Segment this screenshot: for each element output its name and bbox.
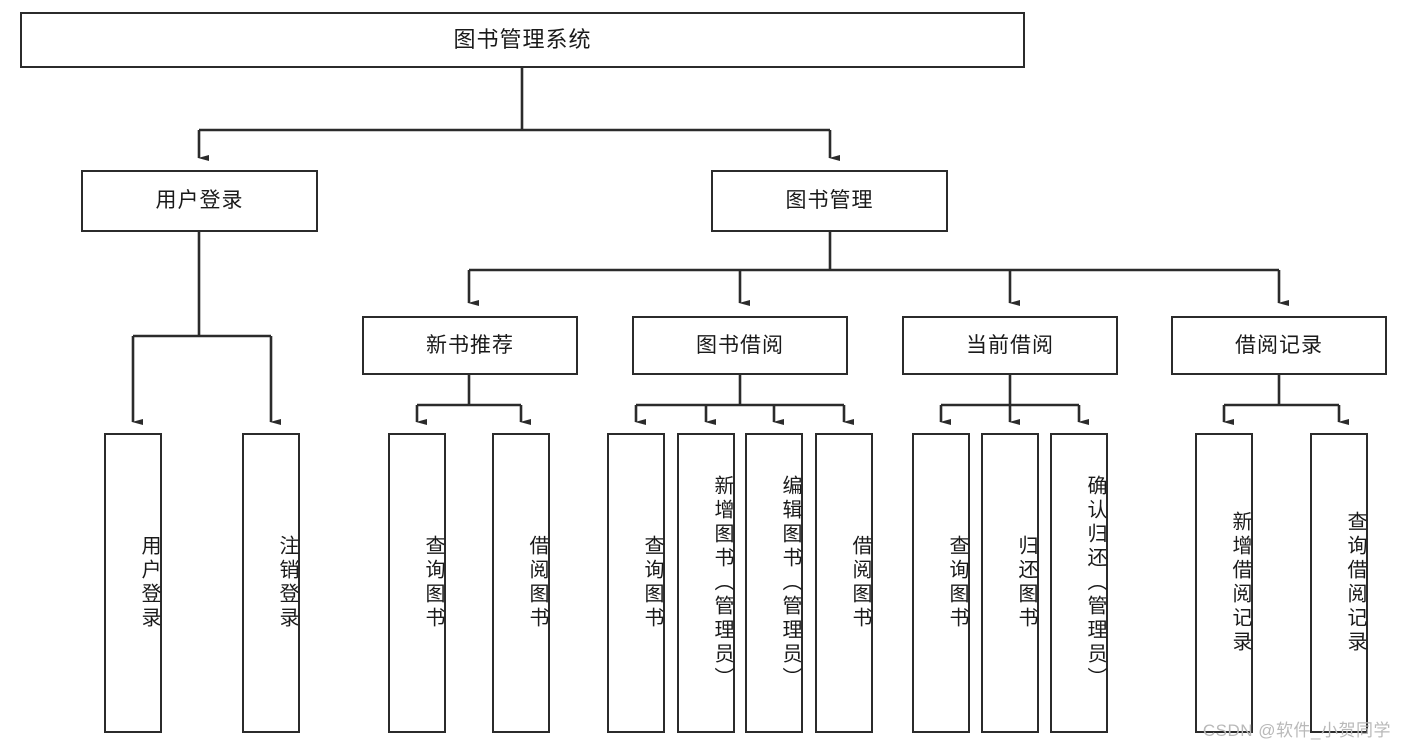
node-label: 用户登录 (138, 535, 160, 631)
watermark: CSDN @软件_小贺同学 (1202, 721, 1391, 740)
leaf-query-books-new[interactable]: 查询图书 (388, 433, 446, 733)
node-label: 注销登录 (276, 535, 298, 631)
leaf-query-books-borrow[interactable]: 查询图书 (607, 433, 665, 733)
node-label: 借阅图书 (526, 535, 548, 631)
leaf-user-login[interactable]: 用户登录 (104, 433, 162, 733)
leaf-borrow-book[interactable]: 借阅图书 (815, 433, 873, 733)
leaf-borrow-books-new[interactable]: 借阅图书 (492, 433, 550, 733)
node-book-management[interactable]: 图书管理 (711, 170, 948, 232)
node-label: 查询图书 (946, 535, 968, 631)
leaf-edit-book-admin[interactable]: 编辑图书（管理员） (745, 433, 803, 733)
leaf-return-book[interactable]: 归还图书 (981, 433, 1039, 733)
node-label: 确认归还（管理员） (1084, 475, 1106, 691)
node-label: 归还图书 (1015, 535, 1037, 631)
leaf-query-books-current[interactable]: 查询图书 (912, 433, 970, 733)
leaf-add-borrow-record[interactable]: 新增借阅记录 (1195, 433, 1253, 733)
node-label: 借阅记录 (1235, 333, 1323, 357)
node-label: 当前借阅 (966, 333, 1054, 357)
leaf-add-book-admin[interactable]: 新增图书（管理员） (677, 433, 735, 733)
node-label: 图书管理系统 (453, 26, 592, 52)
node-current-borrow[interactable]: 当前借阅 (902, 316, 1118, 375)
leaf-logout[interactable]: 注销登录 (242, 433, 300, 733)
leaf-query-borrow-record[interactable]: 查询借阅记录 (1310, 433, 1368, 733)
node-label: 用户登录 (155, 189, 244, 213)
node-label: 图书借阅 (696, 333, 784, 357)
leaf-confirm-return-admin[interactable]: 确认归还（管理员） (1050, 433, 1108, 733)
node-label: 新增借阅记录 (1229, 511, 1251, 655)
node-user-login[interactable]: 用户登录 (81, 170, 318, 232)
node-new-book-recommend[interactable]: 新书推荐 (362, 316, 578, 375)
node-label: 新增图书（管理员） (711, 475, 733, 691)
node-book-borrow[interactable]: 图书借阅 (632, 316, 848, 375)
node-root[interactable]: 图书管理系统 (20, 12, 1025, 68)
node-label: 借阅图书 (849, 535, 871, 631)
node-label: 查询借阅记录 (1344, 511, 1366, 655)
node-label: 新书推荐 (426, 333, 514, 357)
node-label: 图书管理 (785, 189, 874, 213)
node-label: 查询图书 (422, 535, 444, 631)
node-borrow-records[interactable]: 借阅记录 (1171, 316, 1387, 375)
node-label: 编辑图书（管理员） (779, 475, 801, 691)
node-label: 查询图书 (641, 535, 663, 631)
